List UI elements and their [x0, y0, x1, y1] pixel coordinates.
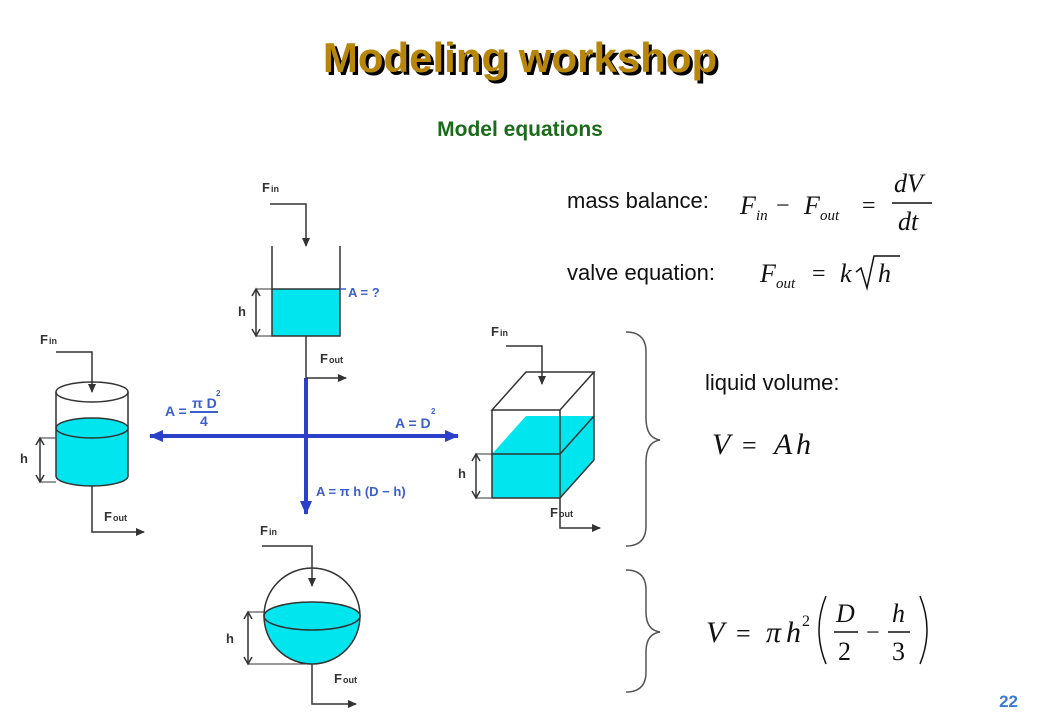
slide-title: Modeling workshop: [322, 34, 718, 81]
fin-label: F: [262, 180, 270, 195]
svg-text:4: 4: [200, 413, 208, 429]
svg-text:π D: π D: [192, 395, 217, 411]
svg-text:Fout: Fout: [550, 505, 573, 520]
brace-lower: [625, 569, 661, 693]
liquid-fill: [272, 289, 340, 336]
volume-equation-sphere: V = π h 2 D 2 − h 3: [706, 595, 928, 666]
h-label: h: [20, 451, 28, 466]
area-axes: [149, 378, 459, 515]
svg-text:dV: dV: [894, 169, 926, 198]
svg-text:h: h: [796, 428, 811, 461]
outflow-arrow: [559, 498, 601, 532]
tank-box: h Fin Fout A = D 2: [395, 324, 601, 532]
h-label: h: [226, 631, 234, 646]
area-right-label: A = D: [395, 415, 431, 431]
svg-text:=: =: [736, 619, 751, 648]
svg-text:in: in: [756, 208, 768, 224]
svg-text:Fin: Fin: [491, 324, 508, 339]
area-left-label: A =: [165, 403, 187, 419]
svg-text:Fout: Fout: [104, 509, 127, 524]
svg-text:−: −: [776, 193, 790, 219]
svg-text:−: −: [866, 620, 880, 646]
svg-text:2: 2: [431, 407, 436, 416]
svg-text:out: out: [776, 276, 796, 292]
svg-text:k: k: [840, 259, 852, 288]
liquid-volume-label: liquid volume:: [705, 370, 840, 395]
svg-text:Fout: Fout: [320, 351, 343, 366]
svg-text:Fin: Fin: [40, 332, 57, 347]
outflow-arrow: [311, 664, 357, 708]
tank-sphere: h Fin Fout A = π h (D − h): [226, 484, 406, 708]
inflow-arrow: [262, 545, 316, 587]
mass-balance-label: mass balance:: [567, 188, 709, 213]
svg-text:V: V: [706, 616, 728, 649]
fout-sub: out: [329, 355, 343, 365]
brace-upper: [625, 331, 661, 547]
svg-text:Fout: Fout: [334, 671, 357, 686]
area-top-label: A = ?: [348, 285, 380, 300]
svg-text:2: 2: [216, 389, 221, 398]
svg-text:=: =: [862, 193, 876, 219]
page-number: 22: [999, 692, 1018, 711]
svg-text:D: D: [835, 599, 855, 628]
svg-text:F: F: [803, 191, 821, 220]
outflow-arrow: [91, 486, 145, 536]
svg-text:V: V: [712, 428, 734, 461]
valve-equation-label: valve equation:: [567, 260, 715, 285]
svg-text:out: out: [820, 208, 840, 224]
svg-text:=: =: [812, 261, 826, 287]
h-label: h: [458, 466, 466, 481]
svg-text:dt: dt: [898, 207, 919, 236]
inflow-arrow: [270, 203, 310, 247]
svg-text:A: A: [772, 428, 793, 461]
svg-text:Fin: Fin: [262, 180, 279, 195]
svg-text:Fin: Fin: [260, 523, 277, 538]
fout-label: F: [320, 351, 328, 366]
svg-text:h: h: [878, 259, 891, 288]
tank-top: h Fin Fout A = ?: [238, 180, 380, 382]
svg-text:=: =: [742, 431, 757, 460]
inflow-arrow: [506, 345, 546, 385]
tank-cylinder: h Fin Fout A = π D 2 4: [20, 332, 221, 536]
slide-subtitle: Model equations: [437, 118, 603, 141]
svg-text:h: h: [786, 616, 801, 649]
svg-text:2: 2: [802, 613, 810, 630]
svg-text:π: π: [766, 616, 782, 649]
svg-text:3: 3: [892, 637, 905, 666]
svg-text:F: F: [759, 259, 777, 288]
h-label: h: [238, 304, 246, 319]
area-bottom-label: A = π h (D − h): [316, 484, 406, 499]
volume-equation-area: V = A h: [712, 428, 811, 461]
fin-sub: in: [271, 184, 279, 194]
mass-balance-equation: F in − F out = dV dt: [739, 169, 932, 236]
svg-text:F: F: [739, 191, 757, 220]
inflow-arrow: [56, 351, 96, 393]
outflow-arrow: [305, 336, 347, 382]
svg-text:h: h: [892, 599, 905, 628]
svg-text:2: 2: [838, 637, 851, 666]
valve-equation: F out = k h: [759, 255, 900, 292]
